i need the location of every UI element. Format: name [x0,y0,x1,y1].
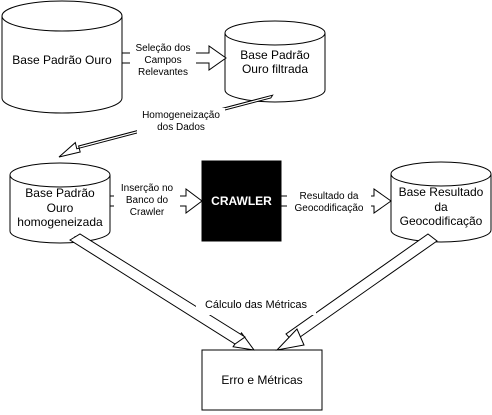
arrow-calculo-right-body [285,233,438,343]
node-label-erro-metricas: Erro e Métricas [221,372,303,387]
edge-label-calculo: Cálculo das Métricas [196,297,316,315]
erro-metricas-box [201,349,323,411]
edge-label-resultado: Resultado da Geocodificação [287,189,371,217]
cylinder-base-resultado [390,161,492,243]
node-label-base-ouro: Base Padrão Ouro [12,52,112,67]
cylinder-base-ouro [1,0,123,114]
arrow-calculo-left-body [69,233,246,345]
arrow-calculo-right-head [275,328,305,351]
edge-label-selecao: Seleção dos Campos Relevantes [130,41,196,81]
cylinder-base-ouro-filtrada [224,20,326,103]
cylinder-base-ouro-homogeneizada [9,162,111,244]
node-label-crawler: CRAWLER [211,193,272,208]
edge-label-insercao: Inserção no Banco do Crawler [114,181,180,221]
node-label-base-ouro-homogeneizada: Base Padrão Ouro homogeneizada [17,186,103,230]
node-label-base-resultado: Base Resultado da Geocodificação [398,185,484,229]
node-label-base-ouro-filtrada: Base Padrão Ouro filtrada [240,47,310,76]
edge-label-homogeneizacao: Homogeneização dos Dados [137,108,225,136]
